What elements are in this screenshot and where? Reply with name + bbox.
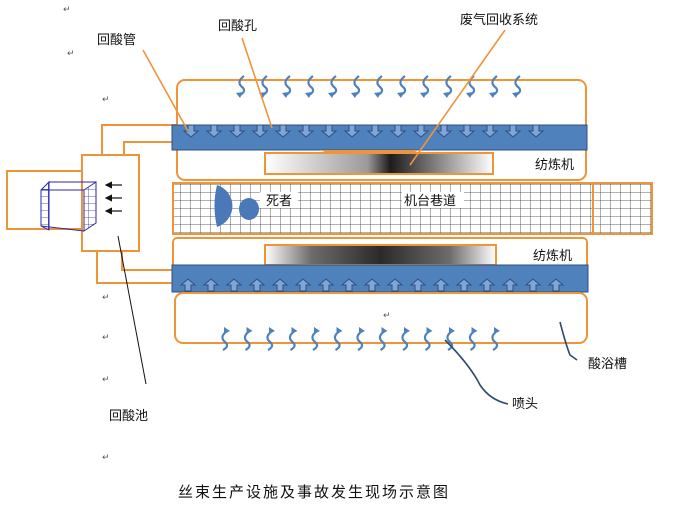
top-connector [320, 150, 420, 154]
acid-bath-label: 酸浴槽 [588, 357, 627, 372]
curved-arrow-icon [328, 75, 338, 98]
bottom-pipe-arrows [179, 278, 565, 292]
left-arrows [104, 181, 122, 215]
curved-arrow-icon [443, 75, 453, 98]
curved-arrow-icon [446, 327, 455, 351]
curved-arrow-icon [423, 327, 433, 351]
curved-arrow-icon [378, 327, 388, 351]
curved-arrow-icon [311, 327, 320, 351]
top-return-pipe [171, 124, 588, 151]
down-arrow-icon [504, 124, 522, 138]
up-arrow-icon [501, 278, 519, 292]
bottom-spray-arrows [221, 327, 500, 351]
down-arrow-icon [527, 124, 545, 138]
curved-arrow-icon [468, 327, 478, 351]
curved-arrow-icon [491, 327, 500, 351]
up-arrow-icon [478, 278, 496, 292]
curved-arrow-icon [243, 327, 253, 351]
up-arrow-icon [202, 278, 220, 292]
paragraph-mark: ↵ [102, 453, 110, 463]
curved-arrow-icon [351, 75, 361, 98]
up-arrow-icon [179, 278, 197, 292]
curved-arrow-icon [282, 75, 292, 98]
acid-bath-enclosure [174, 292, 588, 344]
curved-arrow-icon [397, 75, 407, 98]
curved-arrow-icon [374, 75, 384, 98]
curved-arrow-icon [221, 327, 230, 351]
callout-lines [117, 29, 578, 405]
paragraph-mark: ↵ [383, 311, 391, 321]
down-arrow-icon [320, 124, 338, 138]
down-arrow-icon [435, 124, 453, 138]
up-arrow-icon [547, 278, 565, 292]
down-arrow-icon [205, 124, 223, 138]
up-arrow-icon [386, 278, 404, 292]
down-arrow-icon [343, 124, 361, 138]
up-arrow-icon [317, 278, 335, 292]
curved-arrow-icon [512, 75, 522, 98]
filter-cube [40, 180, 97, 232]
curved-arrow-icon [266, 327, 275, 351]
down-arrow-icon [297, 124, 315, 138]
down-arrow-icon [389, 124, 407, 138]
down-arrow-icon [481, 124, 499, 138]
down-arrow-icon [274, 124, 292, 138]
machine-channel-label: 机台巷道 [404, 194, 456, 209]
paragraph-mark: ↵ [63, 5, 71, 15]
up-arrow-icon [294, 278, 312, 292]
exhaust-recovery-label: 废气回收系统 [460, 12, 538, 28]
curved-arrow-icon [236, 75, 246, 98]
paragraph-marks: ↵ ↵ ↵ ↵ ↵ ↵ ↵ ↵ [63, 5, 391, 463]
up-arrow-icon [363, 278, 381, 292]
up-arrow-icon [409, 278, 427, 292]
down-arrow-icon [182, 124, 200, 138]
label-bg [402, 192, 464, 208]
down-arrow-icon [228, 124, 246, 138]
curved-arrow-icon [420, 75, 430, 98]
up-arrow-icon [248, 278, 266, 292]
down-arrow-icon [251, 124, 269, 138]
top-pipe-arrows [182, 124, 545, 138]
return-acid-pool [6, 154, 140, 252]
up-arrow-icon [225, 278, 243, 292]
down-arrow-icon [458, 124, 476, 138]
up-arrow-icon [455, 278, 473, 292]
return-acid-hole-label: 回酸孔 [218, 19, 257, 34]
paragraph-mark: ↵ [102, 375, 110, 385]
bottom-spinning-machine [264, 244, 497, 266]
up-arrow-icon [432, 278, 450, 292]
curved-arrow-icon [288, 327, 298, 351]
return-acid-pool-label: 回酸池 [109, 409, 148, 424]
spinning-machine-bottom-label: 纺炼机 [533, 249, 572, 264]
down-arrow-icon [412, 124, 430, 138]
label-bg [260, 192, 298, 208]
spinning-machine-top-label: 纺炼机 [535, 158, 574, 173]
up-arrow-icon [271, 278, 289, 292]
top-spinning-machine [264, 152, 494, 175]
up-arrow-icon [524, 278, 542, 292]
dead-person-figure [214, 185, 259, 227]
curved-arrow-icon [333, 327, 343, 351]
curved-arrow-icon [489, 75, 499, 98]
curved-arrow-icon [305, 75, 315, 98]
bottom-return-pipe [171, 264, 589, 293]
up-arrow-icon [340, 278, 358, 292]
return-acid-pipe-label: 回酸管 [97, 33, 136, 48]
figure-caption: 丝束生产设施及事故发生现场示意图 [178, 483, 450, 501]
paragraph-mark: ↵ [67, 49, 75, 59]
down-arrow-icon [366, 124, 384, 138]
curved-arrow-icon [356, 327, 365, 351]
curved-arrow-icon [401, 327, 410, 351]
paragraph-mark: ↵ [102, 333, 110, 343]
nozzle-label: 喷头 [512, 397, 538, 412]
paragraph-mark: ↵ [102, 293, 110, 303]
paragraph-mark: ↵ [102, 95, 110, 105]
dead-person-label: 死者 [266, 194, 292, 209]
